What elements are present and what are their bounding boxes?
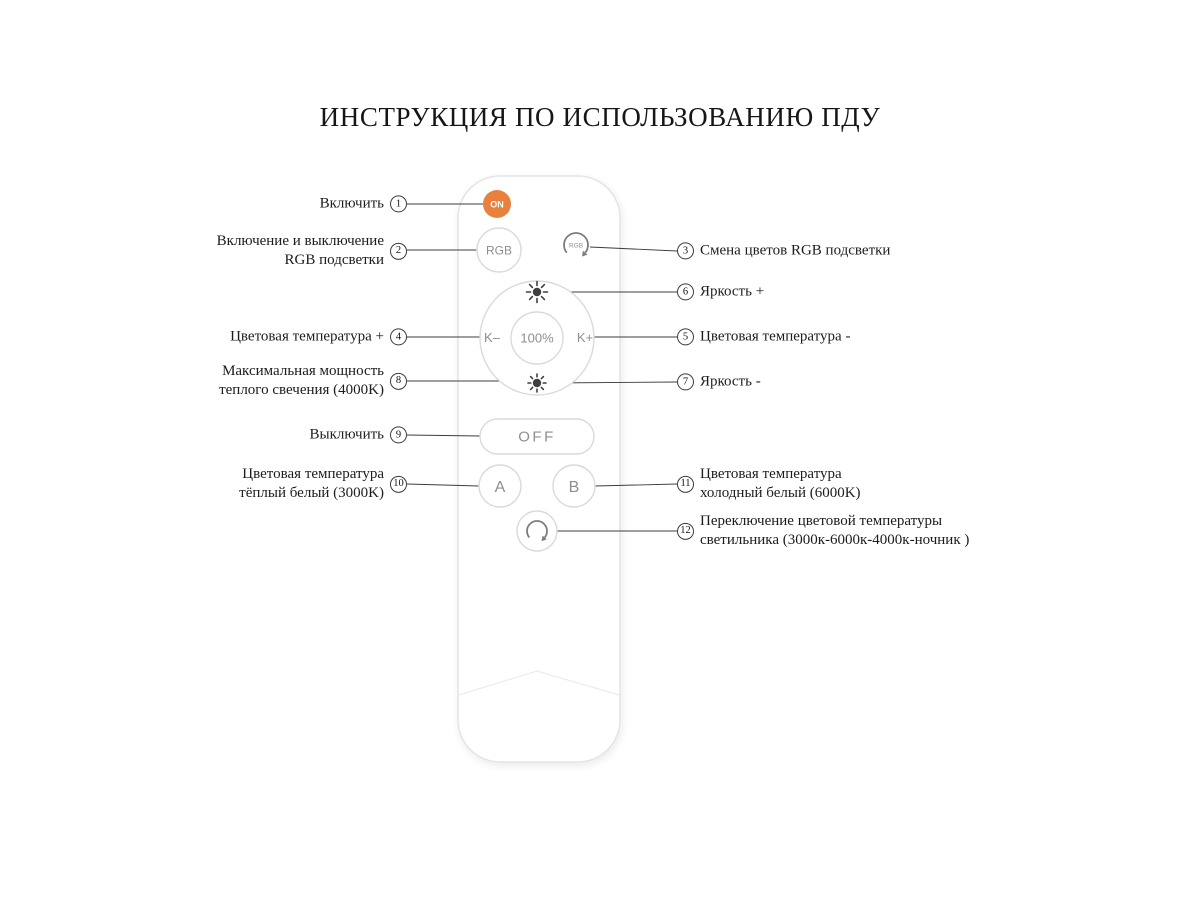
annotation-number: 10 <box>390 475 407 493</box>
rgb-cycle-button: RGB <box>563 232 589 257</box>
annotation-number: 8 <box>390 372 407 390</box>
annotation-max-power: Максимальная мощность теплого свечения (… <box>194 362 407 400</box>
annotation-label: Яркость + <box>700 283 765 300</box>
rgb-cycle-label: RGB <box>569 243 583 250</box>
battery-cover-seam <box>458 670 620 696</box>
cycle-arrow-icon <box>526 520 548 538</box>
a-button-label: A <box>495 479 506 496</box>
off-button-label: OFF <box>518 429 556 446</box>
annotation-number: 1 <box>390 195 407 213</box>
annotation-number: 3 <box>677 242 694 260</box>
annotation-warm-white: Цветовая температура тёплый белый (3000K… <box>209 465 407 503</box>
brightness-up-icon <box>525 280 549 304</box>
annotation-label: Цветовая температура тёплый белый (3000K… <box>239 465 384 501</box>
leader-line-9 <box>406 434 481 437</box>
annotation-temp-minus: 5 Цветовая температура - <box>677 327 850 346</box>
annotation-number: 2 <box>390 242 407 260</box>
leader-line-3 <box>589 246 678 252</box>
annotation-temp-cycle: 12 Переключение цветовой температуры све… <box>677 512 995 550</box>
annotation-number: 9 <box>390 426 407 444</box>
annotation-label: Яркость - <box>700 373 761 390</box>
annotation-brightness-down: 7 Яркость - <box>677 372 761 391</box>
power-100-label: 100% <box>520 331 554 346</box>
annotation-label: Включение и выключение RGB подсветки <box>216 232 384 268</box>
annotation-label: Выключить <box>309 426 384 443</box>
annotation-number: 7 <box>677 373 694 391</box>
rgb-button <box>476 227 522 273</box>
k-plus-button: K+ <box>577 330 593 345</box>
leader-line-11 <box>594 483 678 487</box>
leader-line-10 <box>406 483 480 487</box>
a-button <box>478 464 522 508</box>
brightness-down-icon <box>527 373 547 393</box>
annotation-number: 4 <box>390 328 407 346</box>
page-title: ИНСТРУКЦИЯ ПО ИСПОЛЬЗОВАНИЮ ПДУ <box>319 102 881 132</box>
annotation-number: 5 <box>677 328 694 346</box>
annotation-number: 12 <box>677 522 694 540</box>
annotation-rgb-toggle: Включение и выключение RGB подсветки 2 <box>204 232 407 270</box>
annotation-brightness-up: 6 Яркость + <box>677 282 764 301</box>
annotation-label: Цветовая температура + <box>230 328 384 345</box>
on-button <box>483 190 511 218</box>
annotation-label: Включить <box>319 195 384 212</box>
cycle-arrowhead-icon <box>582 250 588 257</box>
b-button <box>552 464 596 508</box>
cycle-arrow-icon <box>563 232 589 254</box>
annotation-power-off: Выключить 9 <box>310 425 407 444</box>
annotation-number: 6 <box>677 283 694 301</box>
annotation-number: 11 <box>677 475 694 493</box>
annotation-label: Цветовая температура холодный белый (600… <box>700 465 861 501</box>
annotation-power-on: Включить 1 <box>320 194 407 213</box>
annotation-label: Максимальная мощность теплого свечения (… <box>219 362 384 398</box>
cycle-arrowhead-icon <box>541 535 547 542</box>
rgb-button-label: RGB <box>486 244 512 258</box>
power-100-button <box>510 311 564 365</box>
annotation-label: Переключение цветовой температуры светил… <box>700 512 970 548</box>
off-button <box>479 418 595 455</box>
annotation-rgb-color-change: 3 Смена цветов RGB подсветки <box>677 241 890 260</box>
annotation-label: Смена цветов RGB подсветки <box>700 242 891 259</box>
k-minus-button: K– <box>484 330 501 345</box>
annotation-label: Цветовая температура - <box>700 328 851 345</box>
temp-cycle-button <box>516 510 558 552</box>
leader-lines <box>406 203 678 532</box>
annotation-cold-white: 11 Цветовая температура холодный белый (… <box>677 465 875 503</box>
on-button-label: ON <box>490 200 504 210</box>
annotation-temp-plus: Цветовая температура + 4 <box>230 327 407 346</box>
b-button-label: B <box>569 479 580 496</box>
